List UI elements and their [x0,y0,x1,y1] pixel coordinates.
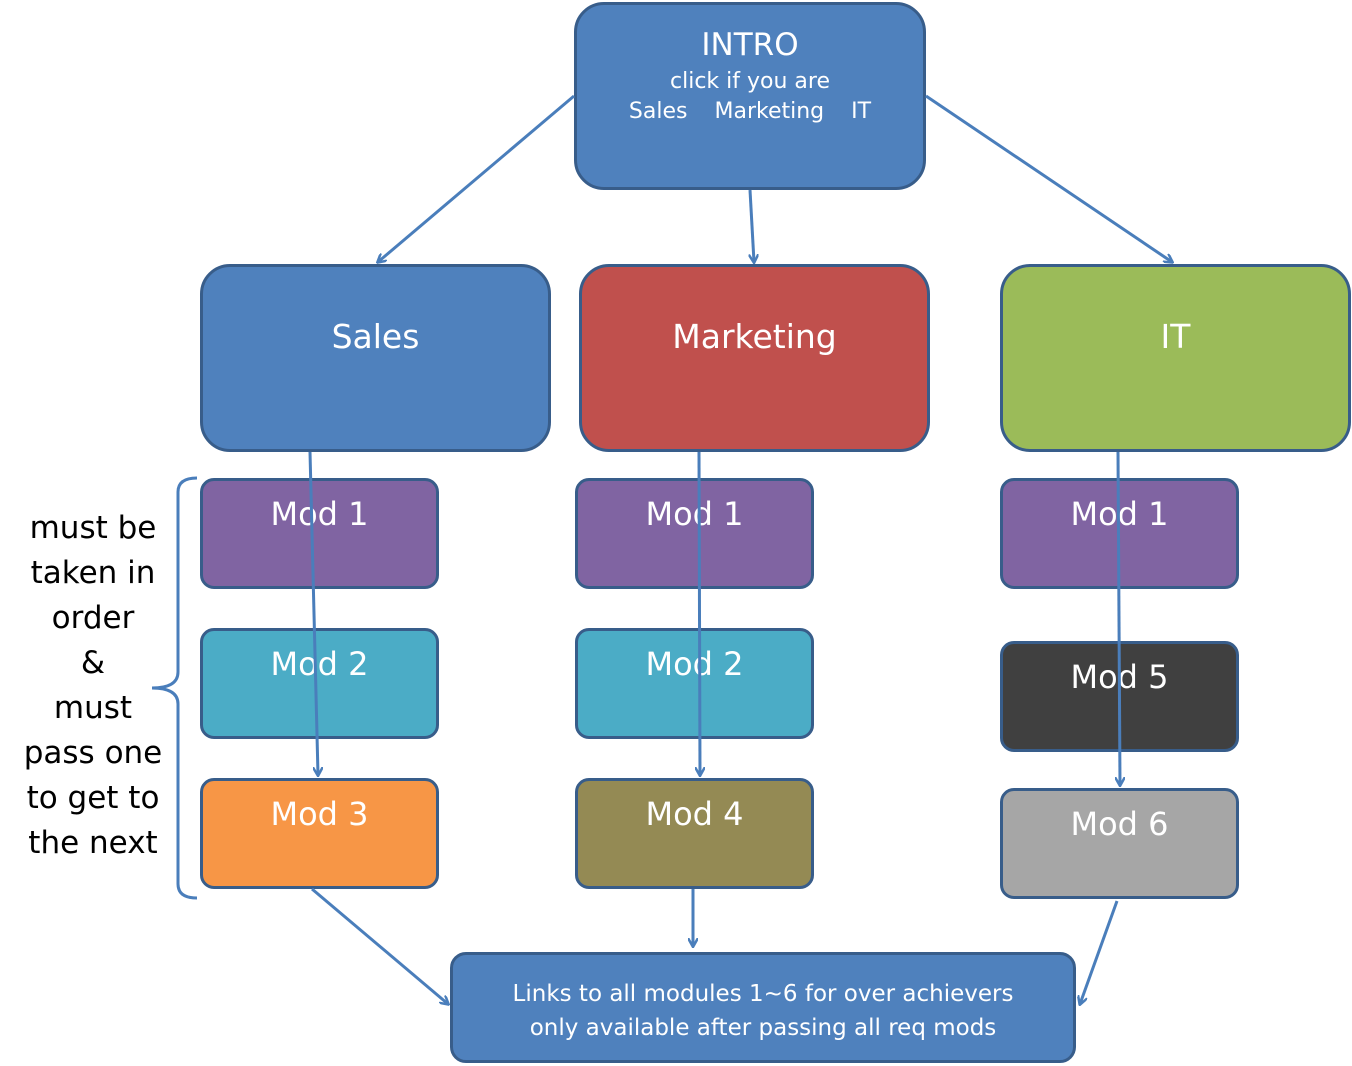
it-mod-6[interactable]: Mod 6 [1000,788,1239,899]
note-line: & [80,645,106,681]
note-line: must [53,690,133,726]
arrow-intro-to-marketing [748,189,754,262]
marketing-mod-4[interactable]: Mod 4 [575,778,814,889]
sales-mod-3[interactable]: Mod 3 [200,778,439,889]
it-mod-5[interactable]: Mod 5 [1000,641,1239,752]
arrow-intro-to-sales [378,94,575,262]
intro-role-links: Sales Marketing IT [577,99,923,124]
sales-mod-1[interactable]: Mod 1 [200,478,439,589]
note-line: the next [28,825,158,861]
note-line: must be [29,510,157,546]
links-box-line-2: only available after passing all req mod… [529,1015,997,1041]
intro-subtitle: click if you are [670,69,830,94]
it-label: IT [1160,317,1191,356]
intro-link-it[interactable]: IT [851,99,872,124]
note-line: to get to [26,780,160,816]
marketing-box[interactable]: Marketing [579,264,930,452]
arrow-mod3-to-links [311,887,448,1004]
it-box[interactable]: IT [1000,264,1351,452]
marketing-label: Marketing [672,317,837,356]
arrow-intro-to-it [925,94,1172,262]
marketing-mod-2[interactable]: Mod 2 [575,628,814,739]
sales-box[interactable]: Sales [200,264,551,452]
intro-link-marketing[interactable]: Marketing [714,99,825,124]
sales-mod-2[interactable]: Mod 2 [200,628,439,739]
intro-box: INTRO click if you are Sales Marketing I… [574,2,926,190]
over-achievers-links-box[interactable]: Links to all modules 1~6 for over achiev… [450,952,1076,1063]
order-requirement-note: must be taken in order & must pass one t… [18,506,168,866]
note-line: order [51,600,135,636]
it-mod-1[interactable]: Mod 1 [1000,478,1239,589]
intro-link-sales[interactable]: Sales [628,99,688,124]
intro-title: INTRO [701,27,799,63]
links-box-line-1: Links to all modules 1~6 for over achiev… [512,981,1014,1007]
marketing-mod-1[interactable]: Mod 1 [575,478,814,589]
note-line: pass one [23,735,163,771]
sales-label: Sales [331,317,420,356]
arrow-mod6-to-links [1080,900,1119,1004]
note-line: taken in [30,555,156,591]
